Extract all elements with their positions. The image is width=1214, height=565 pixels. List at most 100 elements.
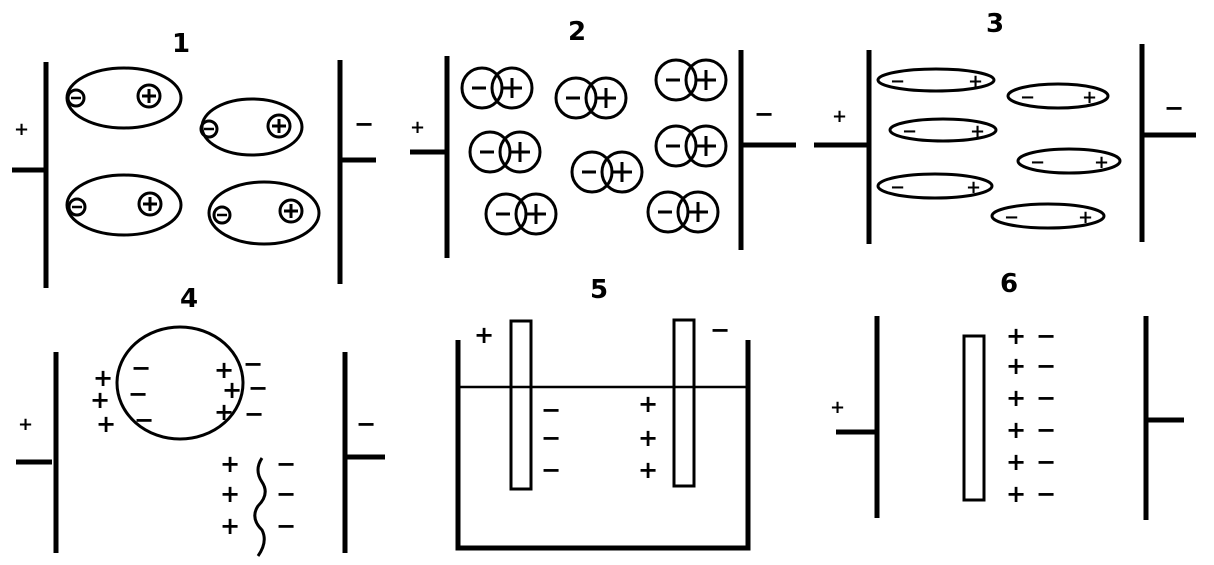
panel-1: 1 + − — [12, 29, 376, 288]
plus-sign: + — [638, 456, 658, 484]
minus-sign: − — [902, 121, 917, 142]
panel-3-number: 3 — [986, 9, 1004, 39]
minus-sign: − — [276, 512, 296, 540]
plus-sign: + — [214, 356, 234, 384]
minus-sign: − — [1020, 87, 1035, 108]
bath-vessel — [455, 340, 751, 551]
minus-sign: − — [1036, 322, 1056, 350]
atom — [207, 180, 321, 246]
atom — [65, 66, 183, 130]
plus-sign: + — [638, 390, 658, 418]
interface-boundary — [253, 457, 267, 557]
panel-2-right-sign: − — [754, 100, 774, 128]
panel-4-number: 4 — [180, 284, 198, 314]
panel-2: 2 + − — [410, 17, 796, 258]
panel-1-left-sign: + — [14, 119, 29, 140]
plus-sign: + — [638, 424, 658, 452]
plus-sign: + — [968, 71, 983, 92]
plus-sign: + — [1006, 322, 1026, 350]
elongated-dipole-group: −+−+−+−+−+−+ — [876, 67, 1122, 230]
panel-6-number: 6 — [1000, 269, 1018, 299]
dipole-molecule — [570, 150, 644, 194]
elongated-dipole: −+ — [1006, 82, 1110, 110]
minus-sign: − — [1036, 384, 1056, 412]
minus-sign: − — [134, 406, 154, 434]
panel-1-right-sign: − — [354, 110, 374, 138]
panel-1-number: 1 — [172, 29, 190, 59]
panel-2-number: 2 — [568, 17, 586, 47]
plus-sign: + — [1082, 87, 1097, 108]
plus-sign: + — [1006, 448, 1026, 476]
minus-sign: − — [890, 71, 905, 92]
minus-sign: − — [541, 424, 561, 452]
dipole-molecule — [468, 130, 542, 174]
panel-3: 3 + − −+−+−+−+−+−+ — [814, 9, 1196, 244]
minus-sign: − — [890, 177, 905, 198]
plus-sign: + — [220, 480, 240, 508]
atom — [65, 173, 183, 237]
elongated-dipole: −+ — [990, 202, 1106, 230]
plus-sign: + — [1006, 480, 1026, 508]
minus-sign: − — [1036, 448, 1056, 476]
minus-sign: − — [248, 374, 268, 402]
elongated-dipole: −+ — [888, 117, 998, 143]
elongated-dipole: −+ — [1016, 147, 1122, 175]
minus-sign: − — [1036, 416, 1056, 444]
plus-sign: + — [214, 398, 234, 426]
panel-5-right-sign: − — [710, 316, 730, 344]
plus-sign: + — [1078, 207, 1093, 228]
dipole-molecule — [646, 190, 720, 234]
dipole-molecule — [554, 76, 628, 120]
central-plate — [962, 334, 986, 502]
right-electrode — [672, 318, 696, 488]
charge-layer: +−+−+−+−+−+− — [1006, 322, 1056, 508]
plus-sign: + — [1006, 352, 1026, 380]
plus-sign: + — [1094, 152, 1109, 173]
dipole-molecule — [484, 192, 558, 236]
minus-sign: − — [1004, 207, 1019, 228]
minus-sign: − — [244, 400, 264, 428]
plus-sign: + — [93, 364, 113, 392]
dipole-molecule — [654, 124, 728, 168]
sphere — [115, 325, 245, 441]
atom — [199, 97, 304, 157]
panel-2-left-sign: + — [410, 117, 425, 138]
panel-5-number: 5 — [590, 275, 608, 305]
panel-5-left-sign: + — [474, 321, 494, 349]
panel-5: 5 + − −−−+++ — [455, 275, 751, 551]
minus-sign: − — [541, 456, 561, 484]
plus-sign: + — [96, 410, 116, 438]
dipole-molecule — [460, 66, 534, 110]
panel-3-left-sign: + — [832, 106, 847, 127]
dipole-molecule — [654, 58, 728, 102]
panel-6: 6 + +−+−+−+−+−+− — [830, 269, 1184, 520]
elongated-dipole: −+ — [876, 172, 994, 200]
panel-4-left-sign: + — [18, 414, 33, 435]
left-electrode — [509, 319, 533, 491]
plus-sign: + — [222, 376, 242, 404]
plus-sign: + — [220, 512, 240, 540]
dipole-group — [460, 58, 728, 236]
minus-sign: − — [243, 350, 263, 378]
minus-sign: − — [131, 354, 151, 382]
panel-6-left-sign: + — [830, 397, 845, 418]
plus-sign: + — [970, 121, 985, 142]
minus-sign: − — [128, 380, 148, 408]
plus-sign: + — [220, 450, 240, 478]
minus-sign: − — [541, 396, 561, 424]
surface-charges: +++−−−+++−−−+++−−− — [90, 350, 296, 540]
minus-sign: − — [276, 480, 296, 508]
minus-sign: − — [1036, 480, 1056, 508]
panel-4: 4 + − +++−−−+++−−−+++−−− — [16, 284, 385, 557]
minus-sign: − — [276, 450, 296, 478]
ion-layer: −−−+++ — [541, 390, 658, 484]
panel-3-right-sign: − — [1164, 94, 1184, 122]
plus-sign: + — [966, 177, 981, 198]
minus-sign: − — [1036, 352, 1056, 380]
panel-4-right-sign: − — [356, 410, 376, 438]
plus-sign: + — [1006, 384, 1026, 412]
plus-sign: + — [1006, 416, 1026, 444]
plus-sign: + — [90, 386, 110, 414]
minus-sign: − — [1030, 152, 1045, 173]
